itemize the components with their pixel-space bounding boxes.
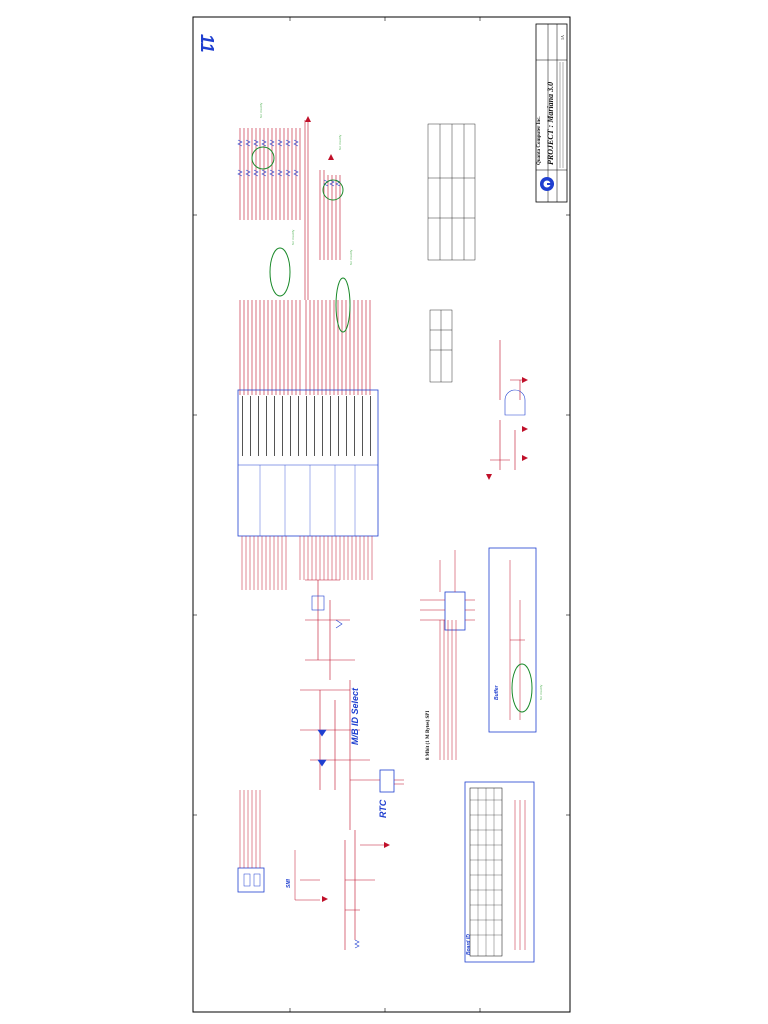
power-arrows-right bbox=[486, 377, 528, 480]
annotation-2: for modify bbox=[338, 134, 342, 150]
sheet-border bbox=[192, 16, 571, 1013]
buffer-box bbox=[488, 547, 537, 733]
project-title: PROJECT : Mariana 3.0 bbox=[546, 82, 555, 165]
smi-label: SMI bbox=[286, 879, 292, 889]
highlight-circle-1 bbox=[251, 146, 275, 170]
crystal-area bbox=[305, 579, 355, 680]
ic-pins bbox=[241, 536, 373, 590]
rev-label: 1A bbox=[560, 35, 565, 40]
mb-id-select-circuit bbox=[300, 680, 370, 830]
highlight-circle-5 bbox=[511, 663, 533, 713]
highlight-circle-2 bbox=[322, 179, 344, 201]
resistor-array-top bbox=[237, 139, 299, 177]
config-table-2 bbox=[429, 309, 453, 383]
spi-label: 8 Mbit (1 M Bytes) SPI bbox=[426, 711, 431, 760]
spi-flash bbox=[420, 550, 475, 760]
net-bundle-top bbox=[239, 120, 309, 300]
annotation-5: for modify bbox=[539, 684, 543, 700]
quanta-logo-icon bbox=[540, 177, 554, 191]
zone-ticks bbox=[193, 17, 570, 1012]
net-bundle-mid bbox=[239, 300, 371, 395]
pin-label-texture bbox=[242, 396, 371, 456]
smi-circuit bbox=[237, 790, 320, 901]
gate-circuit bbox=[490, 340, 526, 470]
annotation-3: for modify bbox=[291, 229, 295, 245]
rtc-circuit bbox=[350, 769, 404, 793]
highlight-circle-4 bbox=[335, 277, 351, 333]
title-block: Quanta Computer Inc. PROJECT : Mariana 3… bbox=[535, 23, 568, 203]
mb-id-select-label: M/B ID Select bbox=[350, 687, 360, 745]
ground-arrows bbox=[322, 842, 390, 902]
rtc-label: RTC bbox=[378, 799, 388, 818]
power-arrows-top bbox=[305, 116, 334, 160]
board-id-label: Board ID bbox=[466, 934, 472, 955]
annotation-4: for modify bbox=[349, 249, 353, 265]
annotation-1: for modify bbox=[259, 102, 263, 118]
config-table-1 bbox=[427, 123, 476, 261]
board-id-table bbox=[464, 781, 535, 963]
net-bundle-2 bbox=[319, 170, 341, 260]
rtc-lower-circuit bbox=[344, 830, 385, 950]
page-number: 11 bbox=[197, 34, 217, 53]
company-name: Quanta Computer Inc. bbox=[537, 116, 542, 165]
buffer-label: Buffer bbox=[494, 684, 500, 700]
highlight-circle-3 bbox=[269, 247, 291, 297]
